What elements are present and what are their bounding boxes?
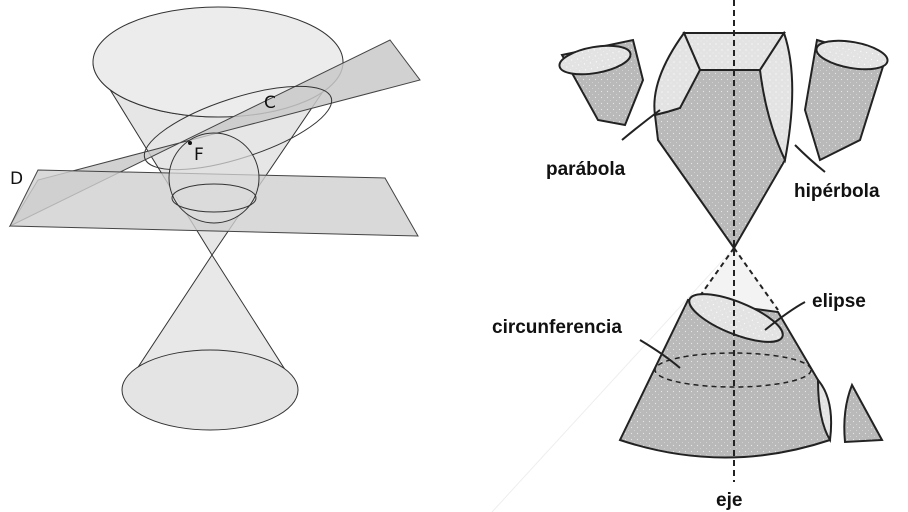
hyperbola-cut-face bbox=[758, 30, 794, 164]
upper-cone-top bbox=[92, 6, 344, 118]
right-figure: parábola hipérbola elipse circunferencia… bbox=[491, 0, 889, 512]
label-parabola: parábola bbox=[546, 159, 626, 180]
label-axis: eje bbox=[716, 490, 742, 511]
dandelin-sphere bbox=[168, 132, 260, 224]
label-circumference: circunferencia bbox=[492, 317, 622, 338]
label-circle: C bbox=[264, 93, 276, 113]
ellipse-cut-face bbox=[688, 293, 784, 343]
bottom-right-piece bbox=[843, 382, 884, 444]
lower-cone-base bbox=[121, 349, 299, 431]
label-ellipse: elipse bbox=[812, 291, 866, 312]
sphere-contact-circle bbox=[171, 183, 257, 213]
label-hyperbola: hipérbola bbox=[794, 181, 880, 202]
label-focus: F bbox=[194, 145, 204, 165]
label-directrix: D bbox=[10, 169, 23, 189]
left-figure: D F C bbox=[8, 6, 421, 431]
focus-point bbox=[188, 141, 192, 145]
